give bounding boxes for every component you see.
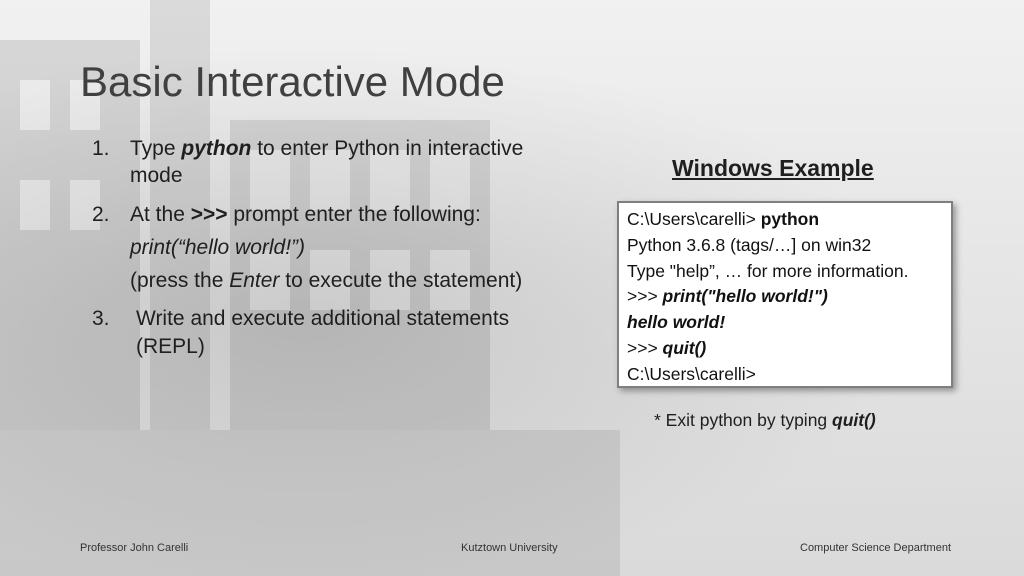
console-line: Type "help”, … for more information. — [627, 260, 909, 281]
step-number: 1. — [92, 137, 110, 160]
step-number: 2. — [92, 203, 110, 226]
console-line: C:\Users\carelli> — [627, 363, 756, 384]
console-line: >>> print("hello world!") — [627, 286, 828, 307]
console-line: Python 3.6.8 (tags/…] on win32 — [627, 234, 872, 255]
step-text: mode — [130, 164, 183, 187]
footer-left: Professor John Carelli — [80, 542, 189, 554]
step-text: Type python to enter Python in interacti… — [130, 137, 524, 160]
slide-title: Basic Interactive Mode — [80, 58, 505, 105]
background-building-image — [0, 0, 620, 576]
step-text: (press the Enter to execute the statemen… — [130, 269, 523, 292]
footer-right: Computer Science Department — [800, 542, 952, 554]
console-box: C:\Users\carelli> python Python 3.6.8 (t… — [617, 201, 953, 388]
console-output: hello world! — [627, 312, 726, 333]
step-text: (REPL) — [136, 335, 205, 358]
exit-note: * Exit python by typing quit() — [654, 410, 876, 430]
code-example: print(“hello world!”) — [130, 236, 306, 259]
step-text: At the >>> prompt enter the following: — [130, 203, 481, 226]
windows-example-heading: Windows Example — [672, 155, 874, 181]
footer-center: Kutztown University — [461, 542, 558, 554]
console-line: >>> quit() — [627, 337, 707, 358]
console-line: C:\Users\carelli> python — [627, 209, 820, 229]
step-number: 3. — [92, 307, 110, 330]
step-text: Write and execute additional statements — [136, 307, 510, 330]
